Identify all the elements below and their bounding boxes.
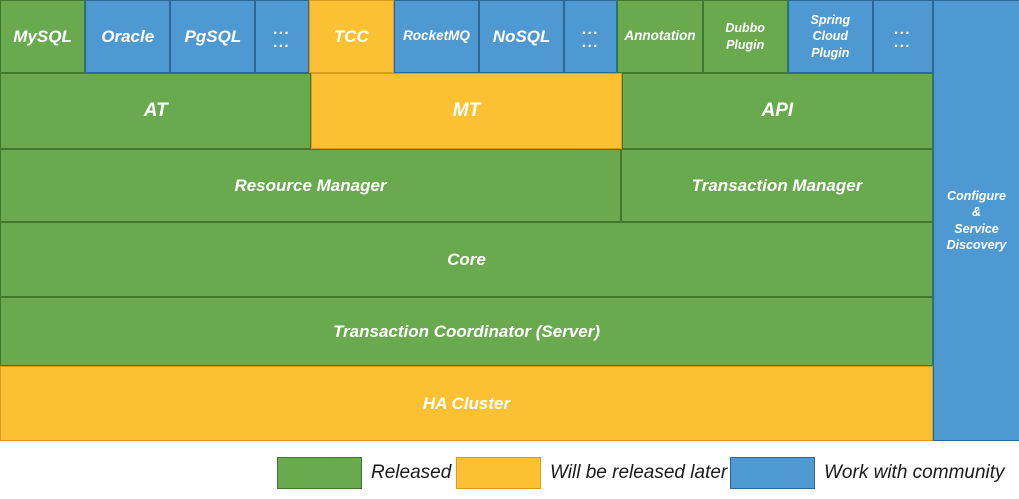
box-dots: ... ... <box>872 0 933 73</box>
box-label: MySQL <box>13 26 72 46</box>
legend-item-released: Released <box>277 457 451 489</box>
box-label: RocketMQ <box>403 28 470 44</box>
box-tcc: TCC <box>308 0 394 73</box>
manager-row: Resource Manager Transaction Manager <box>0 149 933 222</box>
box-annotation: Annotation <box>617 0 703 73</box>
box-label: Core <box>447 249 486 269</box>
legend-swatch <box>456 457 541 489</box>
legend-label: Will be released later <box>550 462 728 483</box>
box-at: AT <box>0 73 312 149</box>
box-label: Oracle <box>101 26 155 46</box>
box-label: Spring Cloud Plugin <box>810 13 851 60</box>
server-row: Transaction Coordinator (Server) <box>0 297 933 366</box>
box-api: API <box>621 73 933 149</box>
box-dubbo-plugin: Dubbo Plugin <box>702 0 788 73</box>
box-core: Core <box>0 222 933 297</box>
ha-cluster-row: HA Cluster <box>0 366 933 441</box>
box-label: NoSQL <box>492 26 551 46</box>
box-mysql: MySQL <box>0 0 86 73</box>
box-spring-cloud-plugin: Spring Cloud Plugin <box>787 0 873 73</box>
box-label: Configure & Service Discovery <box>946 189 1007 252</box>
legend-label: Work with community <box>824 462 1005 483</box>
box-pgsql: PgSQL <box>170 0 256 73</box>
box-label: API <box>761 100 794 122</box>
legend-swatch <box>277 457 362 489</box>
box-label: ... ... <box>894 20 912 51</box>
box-resource-manager: Resource Manager <box>0 149 621 222</box>
box-label: Dubbo Plugin <box>725 21 765 52</box>
diagram-main-column: MySQL Oracle PgSQL ... ... TCC RocketMQ … <box>0 0 933 441</box>
box-label: MT <box>452 100 481 122</box>
integration-row: MySQL Oracle PgSQL ... ... TCC RocketMQ … <box>0 0 933 73</box>
box-oracle: Oracle <box>85 0 171 73</box>
box-label: PgSQL <box>184 26 242 46</box>
box-dots: ... ... <box>255 0 309 73</box>
box-label: HA Cluster <box>422 393 511 413</box>
box-label: Annotation <box>624 28 696 44</box>
box-rocketmq: RocketMQ <box>393 0 480 73</box>
box-label: ... ... <box>273 20 291 51</box>
legend-swatch <box>730 457 815 489</box>
box-ha-cluster: HA Cluster <box>0 366 933 441</box>
box-transaction-coordinator-server: Transaction Coordinator (Server) <box>0 297 933 366</box>
box-dots: ... ... <box>564 0 618 73</box>
legend-label: Released <box>371 462 452 483</box>
box-label: Resource Manager <box>234 175 387 195</box>
box-label: AT <box>143 100 168 122</box>
box-label: Transaction Manager <box>691 175 863 195</box>
box-mt: MT <box>311 73 622 149</box>
box-label: Transaction Coordinator (Server) <box>332 321 601 341</box>
box-label: ... ... <box>582 20 600 51</box>
box-configure-service-discovery: Configure & Service Discovery <box>933 0 1019 441</box>
box-transaction-manager: Transaction Manager <box>621 149 933 222</box>
core-row: Core <box>0 222 933 297</box>
diagram-grid: MySQL Oracle PgSQL ... ... TCC RocketMQ … <box>0 0 1019 441</box>
legend-item-will-be-released-later: Will be released later <box>456 457 727 489</box>
legend: Released Will be released later Work wit… <box>0 455 1019 495</box>
box-nosql: NoSQL <box>479 0 565 73</box>
legend-item-work-with-community: Work with community <box>730 457 1005 489</box>
box-label: TCC <box>333 26 369 46</box>
transaction-mode-row: AT MT API <box>0 73 933 149</box>
